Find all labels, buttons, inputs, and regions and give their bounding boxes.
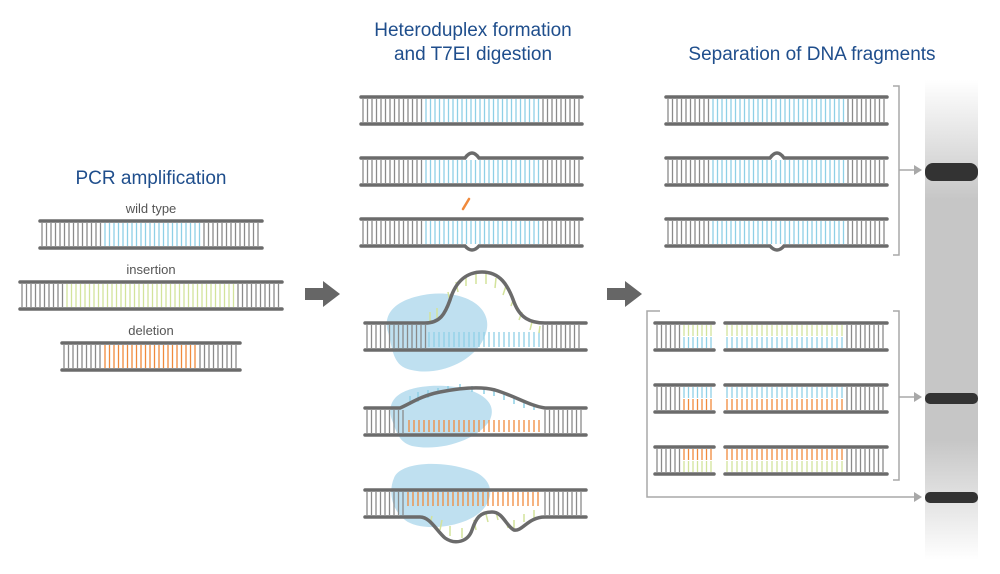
duplex-wildtype-bump-top xyxy=(359,151,584,187)
duplex-mismatch-deletion-wt xyxy=(363,463,588,544)
arrow-to-band-icon xyxy=(914,165,922,175)
hetero-title-line2: and T7EI digestion xyxy=(393,44,553,65)
dna-insertion xyxy=(18,280,284,311)
gel-band xyxy=(925,163,978,181)
bracket-uncut xyxy=(893,85,916,256)
duplex-wildtype-homo xyxy=(359,95,584,126)
sep-fragments-2 xyxy=(653,383,889,414)
label-wild-type: wild type xyxy=(125,201,177,216)
gel-lane xyxy=(925,80,978,560)
arrow-right-icon xyxy=(305,281,340,307)
sep-fragments-1 xyxy=(653,321,889,352)
sep-uncut-3 xyxy=(664,217,889,252)
sep-fragments-3 xyxy=(653,445,889,476)
cleavage-mark xyxy=(461,197,471,211)
hetero-title-line1: Heteroduplex formation xyxy=(374,20,572,41)
duplex-mismatch-insertion-wt xyxy=(363,270,588,372)
bracket-cut xyxy=(646,310,916,498)
gel-band xyxy=(925,393,978,404)
arrow-right-icon xyxy=(607,281,642,307)
dna-deletion xyxy=(60,341,242,372)
dna-wild-type xyxy=(38,219,264,250)
pcr-title: PCR amplification xyxy=(75,168,227,189)
label-deletion: deletion xyxy=(128,323,174,338)
sep-uncut-1 xyxy=(664,95,889,126)
pairs-wildtype xyxy=(41,223,259,246)
duplex-wildtype-cut xyxy=(359,197,584,252)
label-insertion: insertion xyxy=(126,262,176,277)
duplex-mismatch-insertion-deletion xyxy=(363,384,588,448)
separation-title: Separation of DNA fragments xyxy=(688,44,936,65)
arrow-to-band-icon xyxy=(914,492,922,502)
sep-uncut-2 xyxy=(664,151,889,187)
gel-band xyxy=(925,492,978,503)
arrow-to-band-icon xyxy=(914,392,922,402)
